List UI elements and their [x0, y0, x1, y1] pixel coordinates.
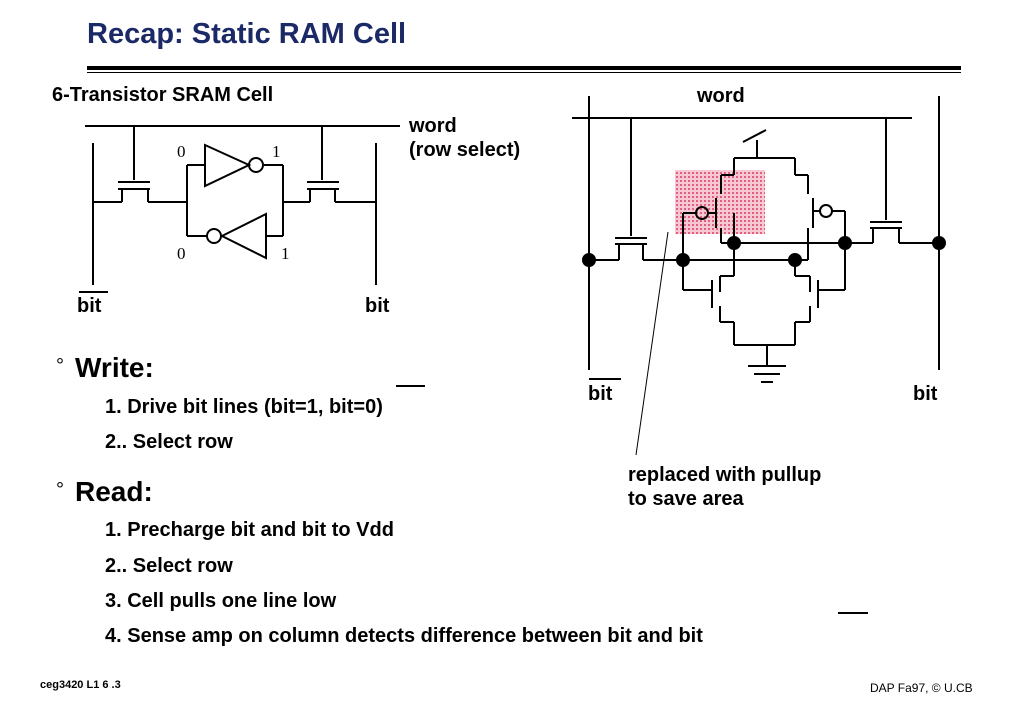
node-top-left: 0: [177, 142, 186, 161]
read-heading: Read:: [75, 476, 153, 507]
left-access-transistor: [93, 126, 187, 203]
bottom-inverter-bubble: [206, 228, 222, 244]
left-bit-label: bit: [365, 295, 390, 317]
left-diagram-heading: 6-Transistor SRAM Cell: [52, 84, 274, 106]
annotation-line-2: to save area: [628, 488, 744, 510]
annotation-line-1: replaced with pullup: [628, 464, 822, 486]
node-top-right: 1: [272, 142, 281, 161]
title-rule-thick: [87, 66, 961, 70]
top-inverter: [204, 143, 252, 188]
write-bullet: °: [56, 355, 64, 377]
right-bit-label: bit: [913, 383, 938, 405]
left-word-label: word: [409, 115, 457, 137]
read-step-3: 3. Cell pulls one line low: [105, 590, 337, 612]
write-step-1: 1. Drive bit lines (bit=1, bit=0): [105, 396, 383, 418]
annotation-pointer: [635, 231, 669, 456]
row-select-label: (row select): [409, 139, 521, 161]
left-bit-bar-label: bit: [77, 295, 102, 317]
title-rule-thin: [87, 72, 961, 73]
write-step-2: 2.. Select row: [105, 431, 233, 453]
footer-left: ceg3420 L1 6 .3: [40, 679, 121, 691]
node-bottom-left: 0: [177, 244, 186, 263]
read-step-2: 2.. Select row: [105, 555, 233, 577]
right-word-label: word: [697, 85, 745, 107]
top-inverter-bubble: [248, 157, 264, 173]
page-title: Recap: Static RAM Cell: [87, 18, 407, 50]
footer-right: DAP Fa97, © U.CB: [870, 681, 973, 695]
node-bottom-right: 1: [281, 244, 290, 263]
read-step-4: 4. Sense amp on column detects differenc…: [105, 625, 703, 647]
read-bullet: °: [56, 479, 64, 501]
bottom-inverter: [219, 212, 267, 260]
read-step-1: 1. Precharge bit and bit to Vdd: [105, 519, 394, 541]
write-heading: Write:: [75, 352, 154, 383]
right-bit-bar-label: bit: [588, 383, 613, 405]
right-access-transistor: [283, 126, 376, 203]
